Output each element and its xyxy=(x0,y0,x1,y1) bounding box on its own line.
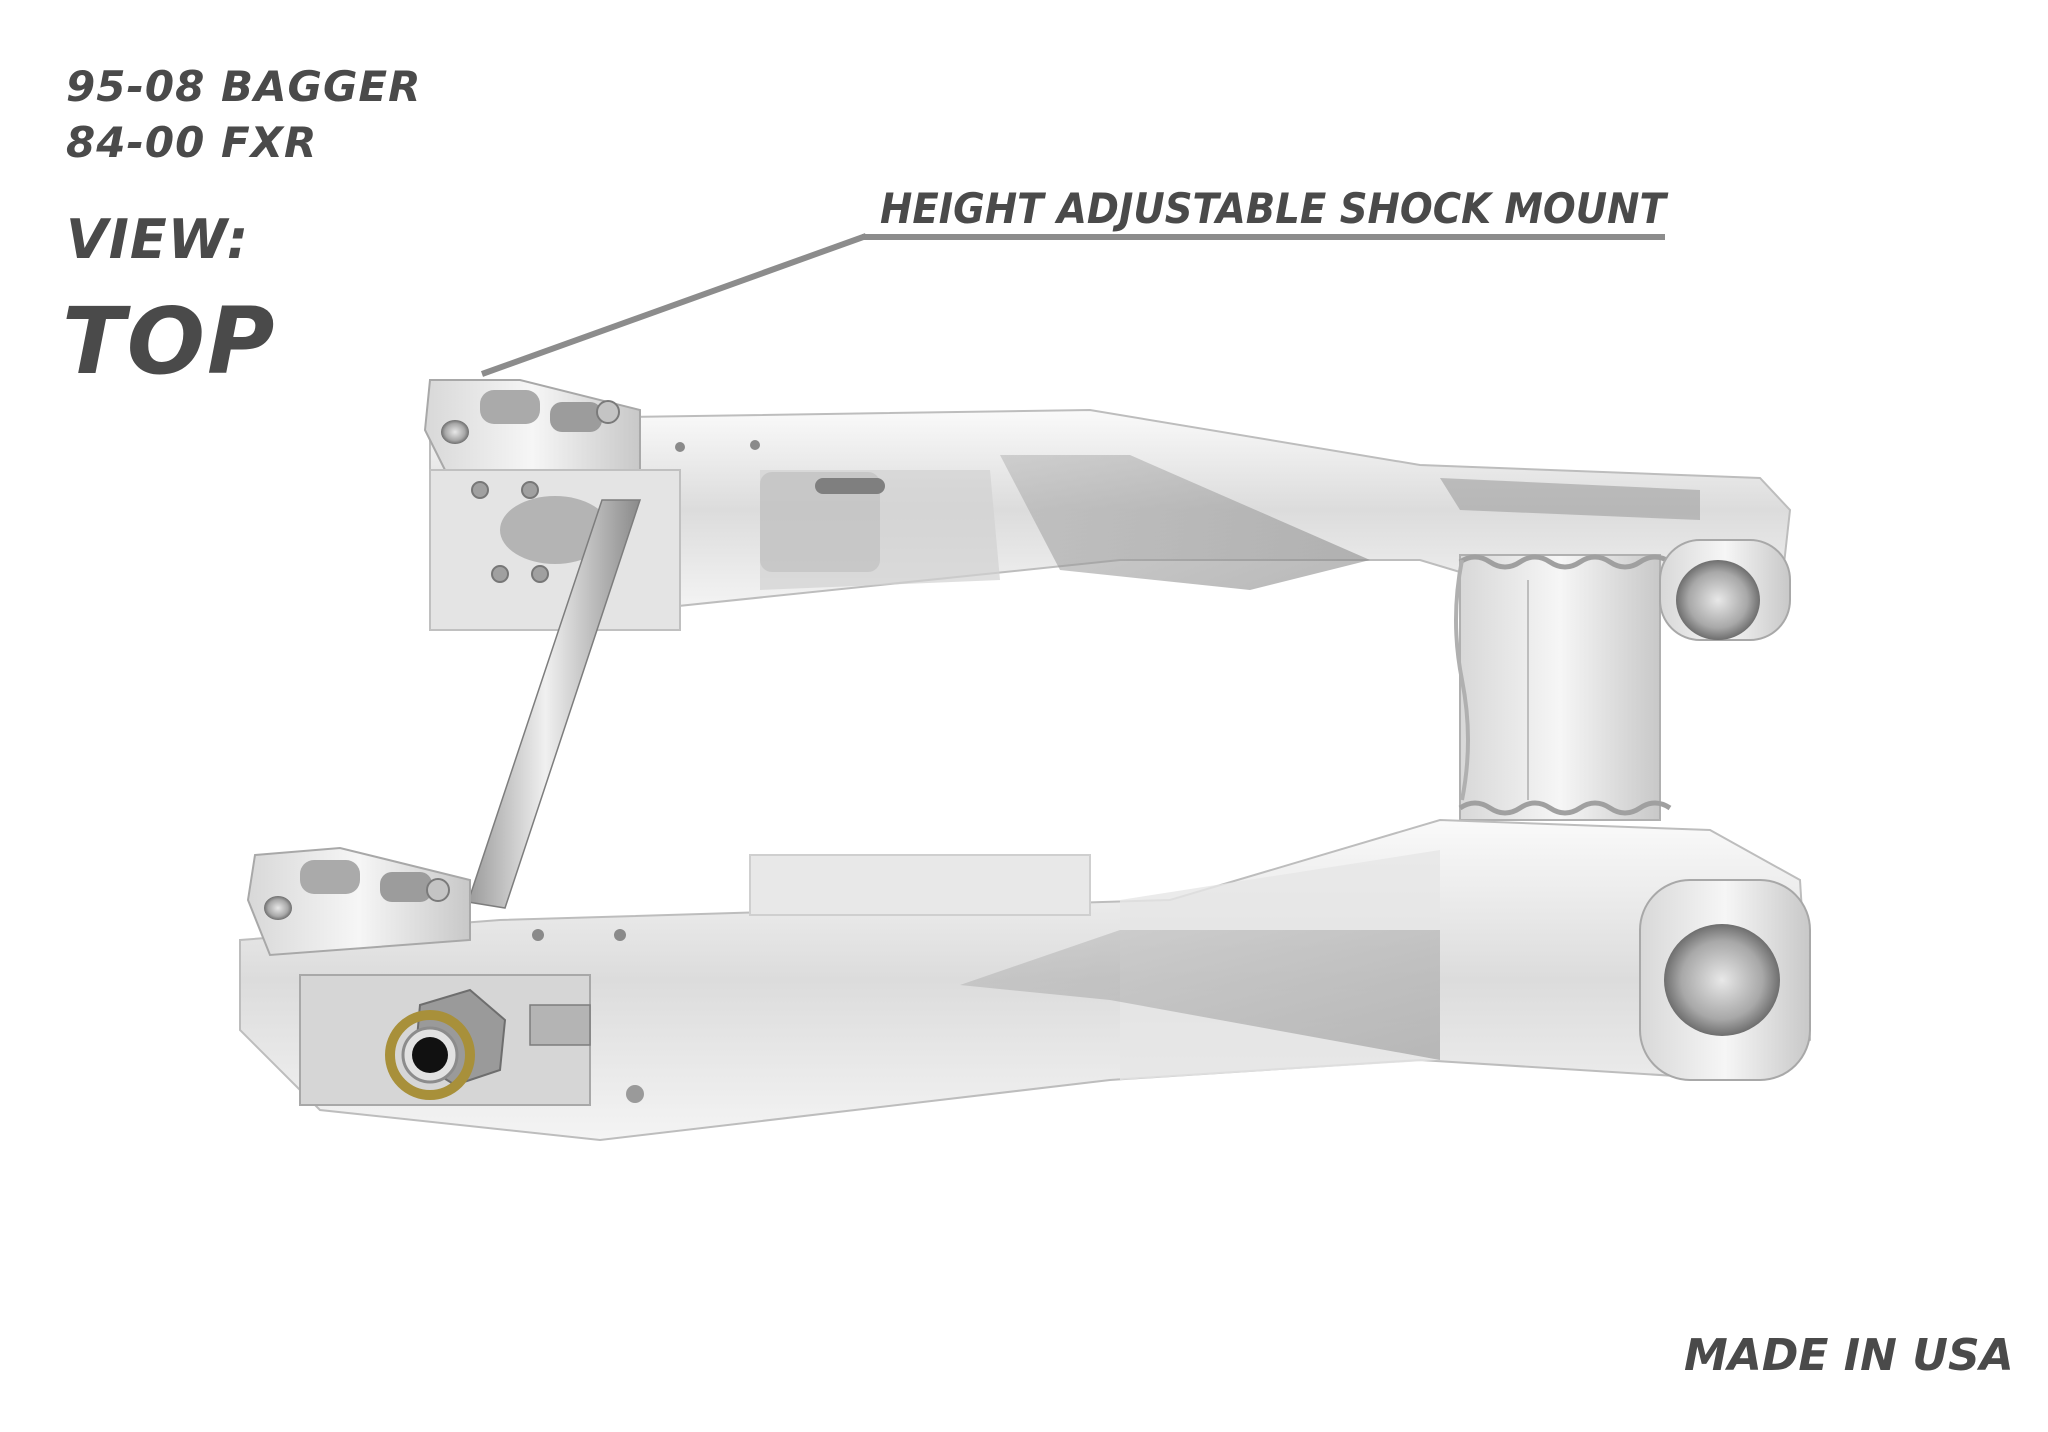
axle-adjuster xyxy=(299,974,591,1106)
cross-tube xyxy=(467,499,642,909)
view-value: TOP xyxy=(62,288,277,395)
made-in-usa-label: MADE IN USA xyxy=(1684,1330,2014,1381)
view-label: VIEW: xyxy=(66,208,250,271)
lower-shock-mount xyxy=(246,846,471,957)
pivot-crossmember xyxy=(1454,554,1672,821)
lower-arm xyxy=(239,818,1812,1142)
callout-leader xyxy=(480,233,1665,377)
fitment-model-bagger: 95-08 BAGGER xyxy=(66,62,422,111)
callout-height-adjustable-shock-mount: HEIGHT ADJUSTABLE SHOCK MOUNT xyxy=(880,184,1666,233)
upper-pivot-boss xyxy=(1659,539,1791,641)
fitment-model-fxr: 84-00 FXR xyxy=(66,118,318,167)
lower-pivot-boss xyxy=(1639,879,1811,1081)
upper-shock-mount xyxy=(423,379,681,631)
upper-arm xyxy=(429,408,1792,612)
